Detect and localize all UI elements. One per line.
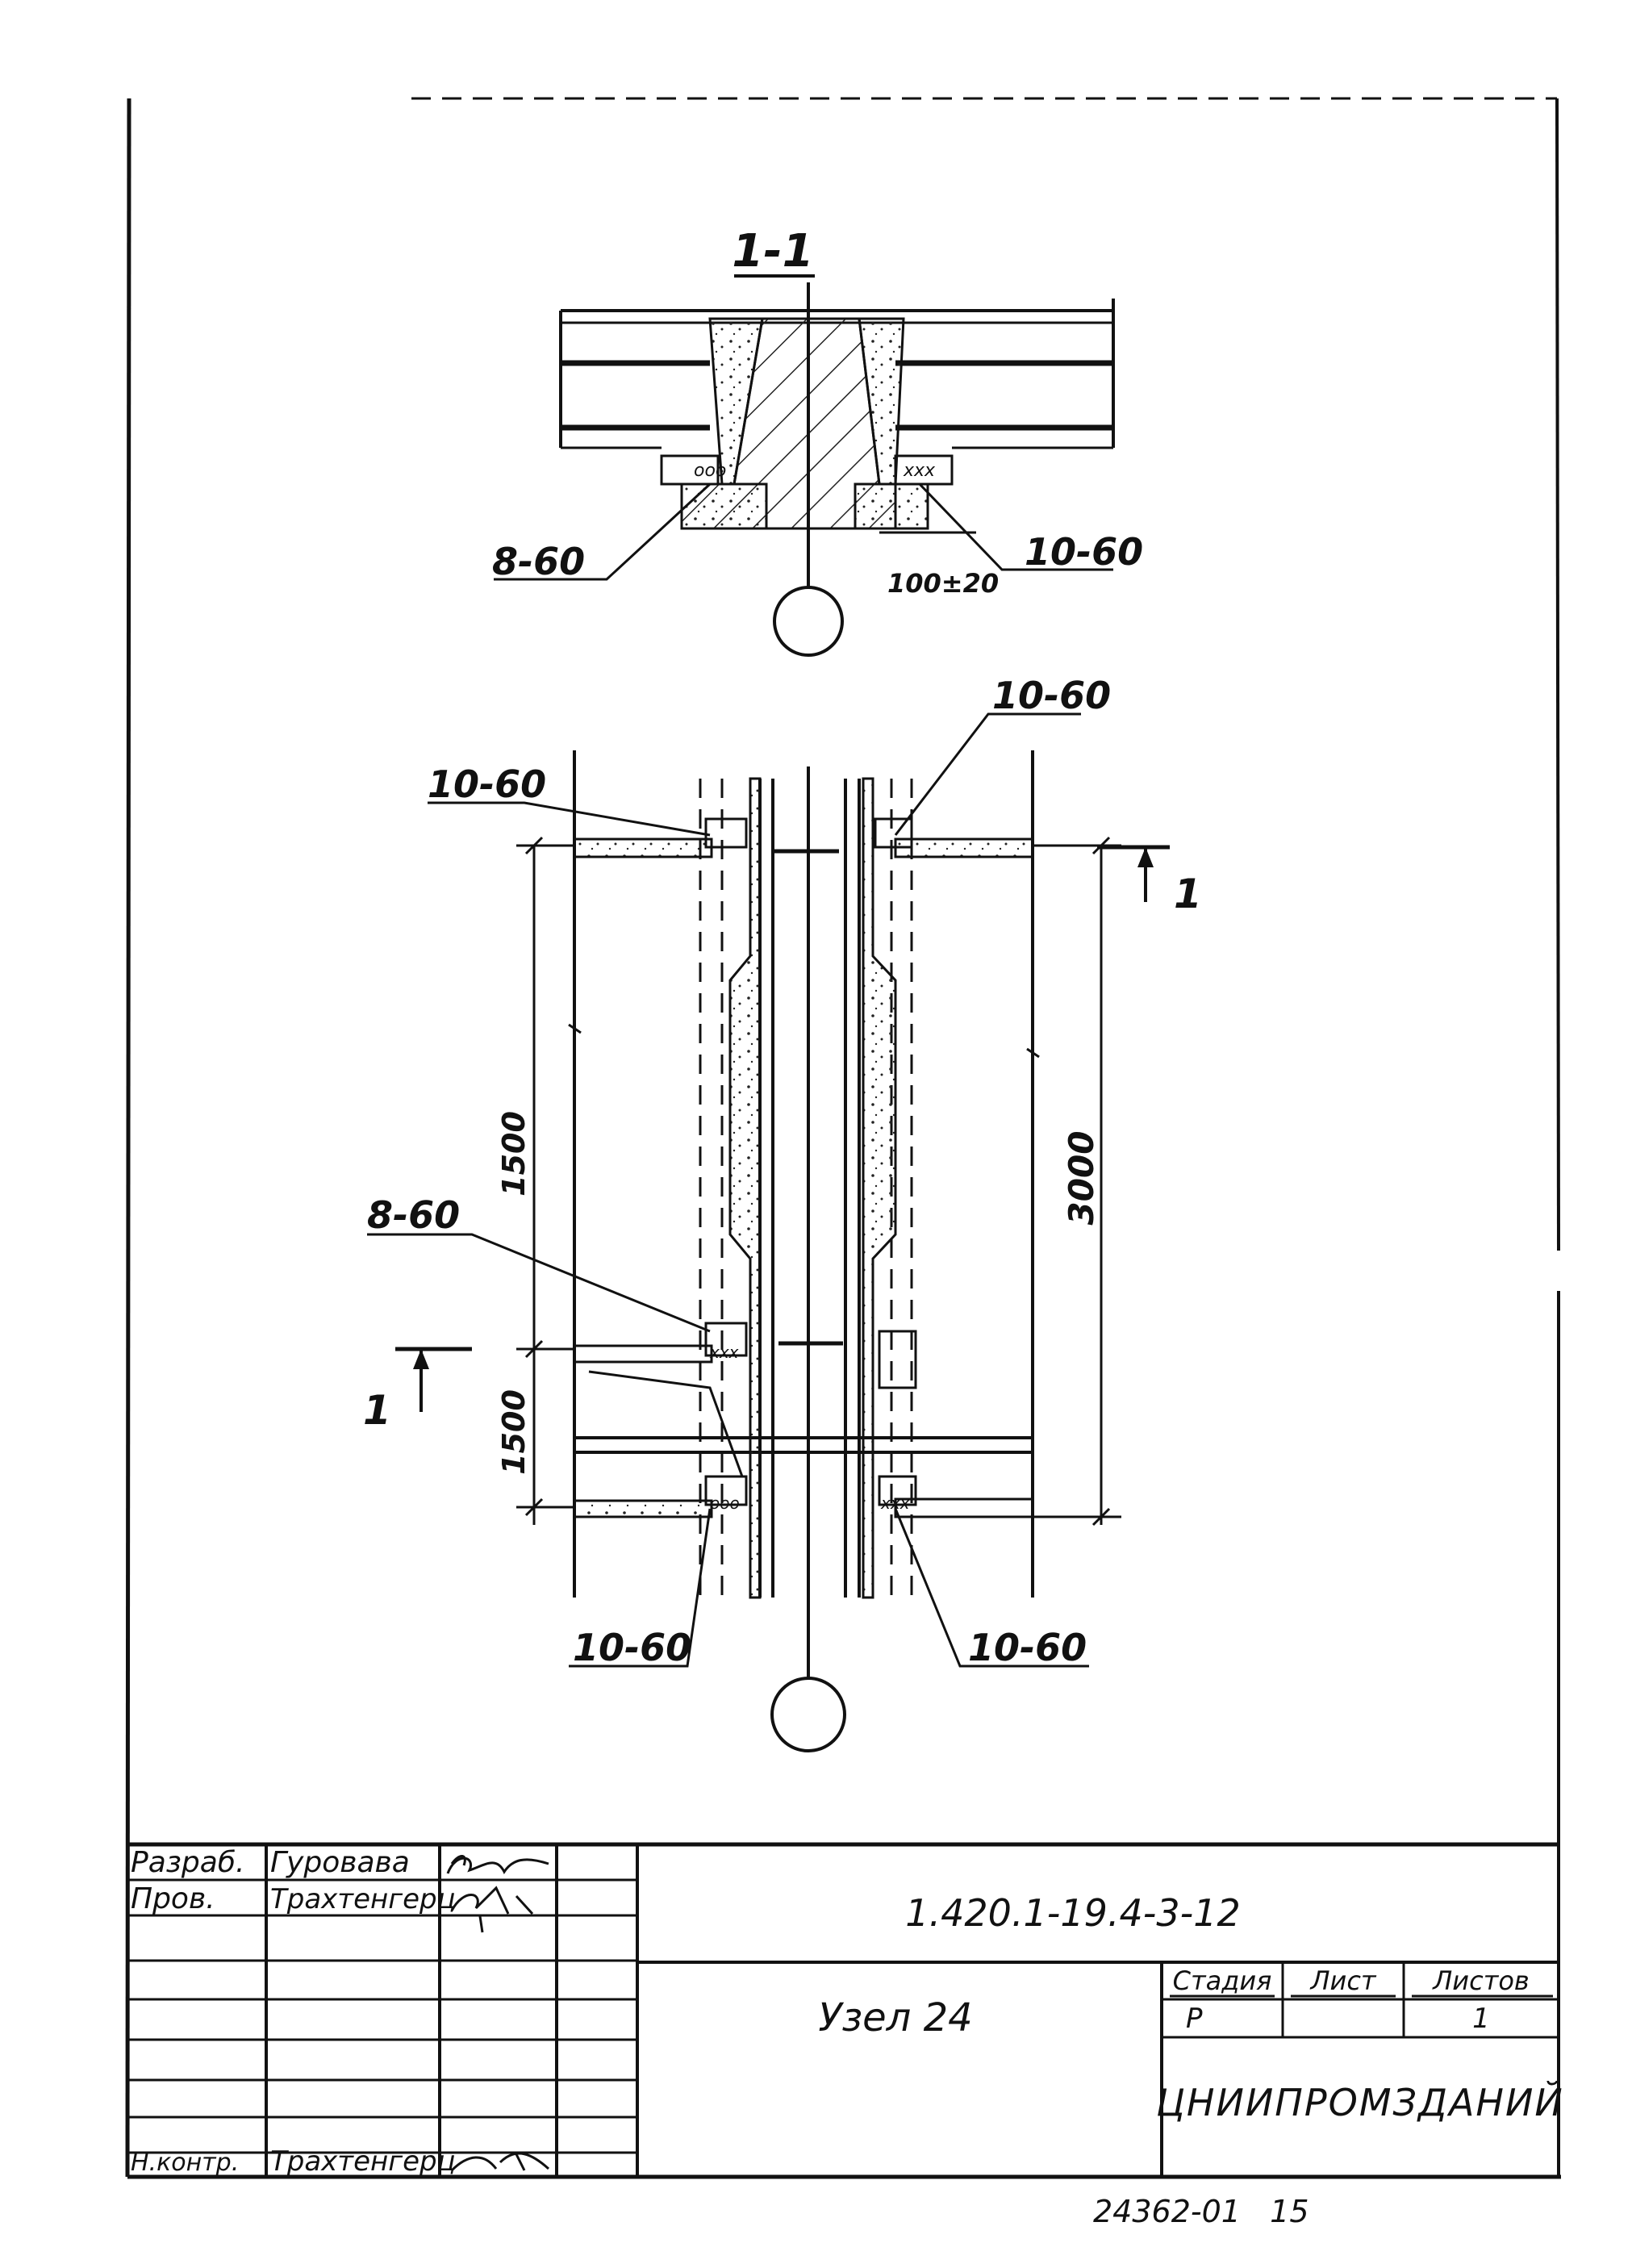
role-checked: Пров. (131, 1882, 215, 1915)
section-mark-left: 8-60 (492, 540, 585, 583)
stage-value: Р (1186, 2003, 1203, 2035)
role-developed: Разраб. (131, 1846, 244, 1879)
sheet-frame (125, 97, 1561, 2179)
sheets-header: Листов (1432, 1965, 1530, 1996)
document-code: 1.420.1-19.4-3-12 (905, 1891, 1241, 1935)
joint-fill-left (728, 777, 762, 1599)
sheet-header: Лист (1309, 1965, 1376, 1996)
name-checked: Трахтенгерц (270, 1883, 456, 1915)
slab-top-left (573, 837, 713, 858)
plan-mark-bottom-right: 10-60 (968, 1626, 1087, 1669)
slab-top-right (894, 837, 1034, 858)
title-block: Разраб. Гуровава Пров. Трахтенгерц Н.кон… (127, 1842, 1564, 2178)
sheets-value: 1 (1472, 2003, 1490, 2035)
name-developed: Гуровава (270, 1846, 410, 1879)
plan-view: ххх ххх ооо 1 1 1500 1500 3000 (363, 674, 1202, 1752)
svg-text:ооо: ооо (694, 461, 726, 481)
signature-checked (450, 1886, 534, 1933)
section-title: 1-1 (732, 225, 813, 278)
section-dimension: 100±20 (887, 568, 999, 599)
plan-mark-top-right: 10-60 (992, 674, 1111, 717)
footer-code: 24362-01 15 (1093, 2194, 1309, 2229)
signature-developed (446, 1855, 549, 1874)
section-mark-right: 10-60 (1025, 530, 1143, 574)
section-cut-mark-right: 1 (1174, 871, 1202, 917)
dimension-upper: 1500 (496, 1111, 532, 1197)
organization: ЦНИИПРОМЗДАНИЙ (1156, 2081, 1564, 2124)
joint-fill-right (862, 777, 897, 1599)
axis-bubble-bottom (770, 1677, 846, 1752)
stage-header: Стадия (1173, 1965, 1272, 1996)
base-pad-left (680, 482, 768, 530)
base-pad-right (854, 482, 929, 530)
section-cut-mark-left: 1 (363, 1387, 391, 1434)
role-norm-control: Н.контр. (131, 2149, 239, 2177)
plan-mark-top-left: 10-60 (428, 762, 546, 806)
svg-text:ооо: ооо (710, 1493, 740, 1513)
plan-mark-middle-left: 8-60 (367, 1193, 460, 1237)
name-norm-control: Трахтенгерц (270, 2145, 456, 2178)
section-1-1: 1-1 ооо ххх 8-60 10-60 100±20 (492, 225, 1143, 657)
axis-bubble-top (773, 586, 844, 657)
signature-norm-control (450, 2152, 550, 2172)
svg-text:ххх: ххх (709, 1343, 739, 1362)
sheet-name: Узел 24 (818, 1995, 972, 2040)
dimension-lower: 1500 (496, 1389, 532, 1475)
plan-mark-bottom-left: 10-60 (573, 1626, 691, 1669)
dimension-total: 3000 (1062, 1131, 1101, 1226)
svg-text:ххх: ххх (903, 461, 936, 481)
